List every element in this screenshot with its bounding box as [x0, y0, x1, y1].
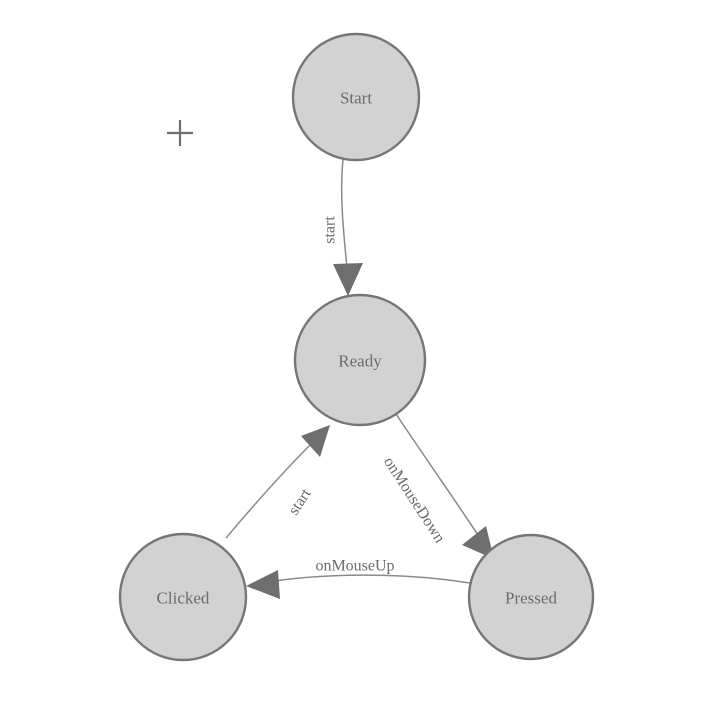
- edge-pressed-to-clicked-path: [261, 574, 471, 584]
- edge-clicked-to-ready-path: [225, 440, 315, 539]
- edge-start-to-ready-path: [340, 158, 349, 279]
- edge-ready-to-pressed[interactable]: onMouseDown: [380, 413, 494, 559]
- edge-label-start-to-ready: start: [322, 216, 339, 244]
- node-ready[interactable]: Ready: [293, 293, 427, 427]
- node-pressed[interactable]: Pressed: [467, 533, 595, 661]
- edge-pressed-to-clicked-arrowhead: [246, 570, 280, 599]
- edge-clicked-to-ready[interactable]: start: [225, 425, 330, 539]
- node-clicked[interactable]: Clicked: [118, 532, 248, 662]
- edge-pressed-to-clicked[interactable]: onMouseUp: [246, 558, 471, 600]
- node-clicked-circle[interactable]: [118, 532, 248, 662]
- edge-label-clicked-to-ready: start: [285, 485, 315, 518]
- node-start[interactable]: Start: [291, 32, 421, 162]
- edge-label-pressed-to-clicked: onMouseUp: [315, 558, 394, 575]
- edge-clicked-to-ready-arrowhead: [301, 425, 330, 457]
- edge-start-to-ready[interactable]: start: [322, 158, 364, 296]
- node-pressed-circle[interactable]: [467, 533, 595, 661]
- edge-ready-to-pressed-arrowhead: [462, 526, 494, 559]
- edge-label-ready-to-pressed: onMouseDown: [380, 454, 448, 546]
- edge-start-to-ready-arrowhead: [333, 263, 363, 296]
- node-start-circle[interactable]: [291, 32, 421, 162]
- edge-ready-to-pressed-path: [395, 413, 485, 545]
- crosshair-cursor-icon: [167, 120, 193, 146]
- node-ready-circle[interactable]: [293, 293, 427, 427]
